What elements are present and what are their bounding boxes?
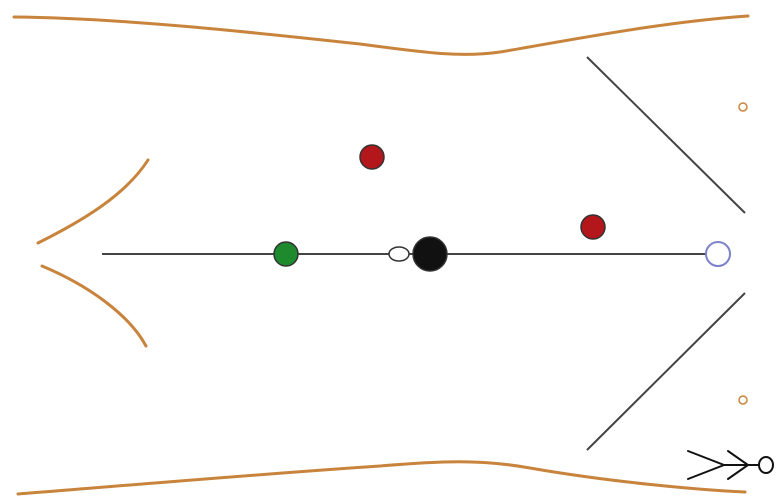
red-dot-top xyxy=(359,144,385,170)
small-open-ellipse xyxy=(388,246,410,262)
left-lower-curve xyxy=(40,264,148,348)
arrow-with-circle-icon xyxy=(687,450,774,480)
right-lower-diagonal xyxy=(586,292,746,451)
arrow-end-circle xyxy=(758,456,774,474)
small-ring-bottom xyxy=(738,395,748,405)
right-upper-diagonal xyxy=(586,56,746,214)
arrow-chevron-outer xyxy=(687,450,727,480)
green-dot xyxy=(273,241,299,267)
red-dot-right xyxy=(580,214,606,240)
open-blue-circle xyxy=(705,241,731,267)
small-ring-top xyxy=(738,102,748,112)
top-contour xyxy=(12,14,750,56)
black-dot xyxy=(412,236,448,272)
bottom-contour xyxy=(16,460,747,496)
left-upper-curve xyxy=(36,158,150,245)
